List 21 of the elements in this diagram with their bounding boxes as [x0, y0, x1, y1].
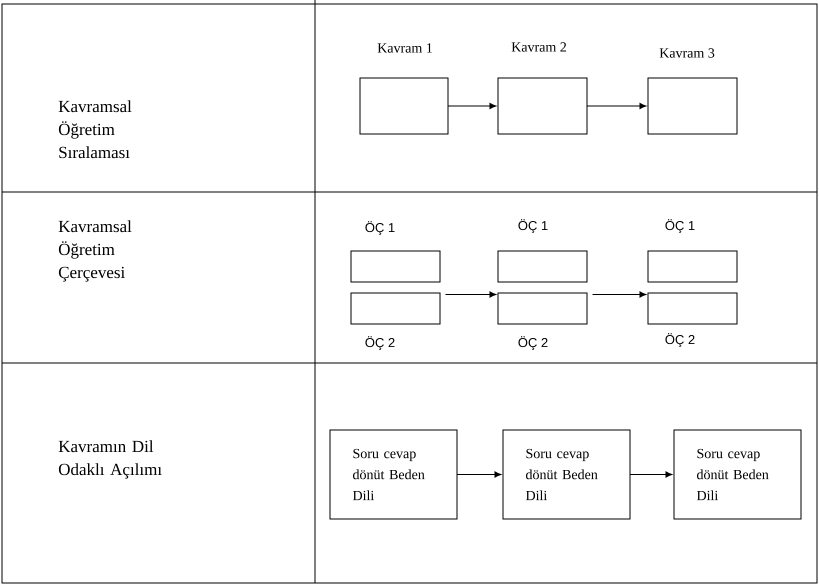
box-label: Kavram 3 — [660, 48, 714, 58]
box-label: Kavram 1 — [378, 43, 432, 53]
box-label: ÖÇ 2 — [518, 336, 548, 350]
arrow — [587, 102, 646, 110]
arrow — [445, 291, 496, 298]
box-label: ÖÇ 2 — [365, 336, 394, 350]
arrow — [630, 471, 672, 478]
box-label: ÖÇ 1 — [365, 221, 395, 235]
row-heading: Kavramsal Öğretim Sıralaması — [58, 100, 132, 158]
text-box: Soru cevap dönüt Beden Dili — [330, 430, 458, 520]
text-box: Soru cevap dönüt Beden Dili — [502, 430, 630, 520]
arrow — [457, 471, 502, 478]
arrow — [448, 102, 496, 110]
box-label: ÖÇ 1 — [665, 219, 695, 233]
box-label: ÖÇ 2 — [665, 333, 694, 347]
row-heading: Kavramsal Öğretim Çerçevesi — [58, 220, 132, 282]
box-label: ÖÇ 1 — [518, 219, 548, 233]
text-box: Soru cevap dönüt Beden Dili — [674, 430, 802, 520]
row-heading: Kavramın Dil Odaklı Açılımı — [58, 440, 162, 479]
arrow — [592, 291, 646, 298]
box-label: Kavram 2 — [512, 42, 566, 52]
